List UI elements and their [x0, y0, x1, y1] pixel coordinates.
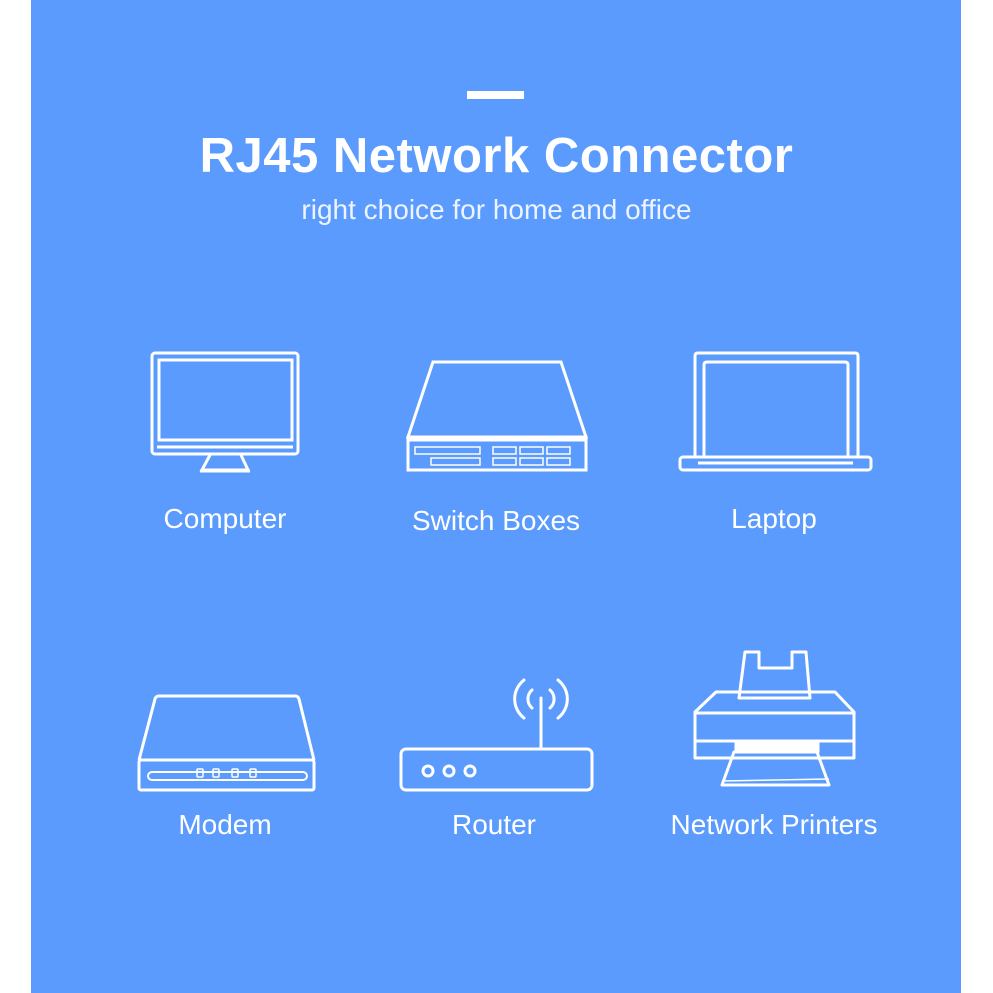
- device-label-router: Router: [451, 809, 537, 840]
- device-label-modem: Modem: [178, 809, 272, 840]
- device-label-laptop: Laptop: [731, 503, 817, 534]
- page-subtitle: right choice for home and office: [301, 194, 692, 225]
- device-label-switch-boxes: Switch Boxes: [411, 505, 581, 536]
- device-label-network-printers: Network Printers: [670, 809, 878, 840]
- decorative-bar: [467, 91, 524, 99]
- device-label-computer: Computer: [163, 503, 287, 534]
- page-title: RJ45 Network Connector: [199, 129, 794, 183]
- background-panel: [31, 0, 961, 993]
